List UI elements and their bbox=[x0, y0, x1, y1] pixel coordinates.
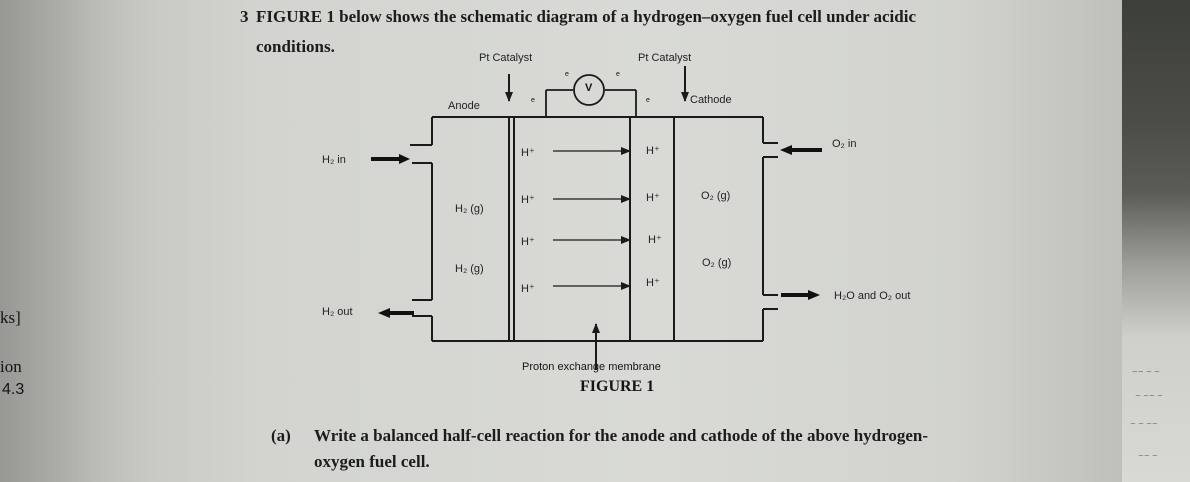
h2-gas-label-2: H₂ (g) bbox=[455, 263, 484, 275]
pt-catalyst-left-label: Pt Catalyst bbox=[479, 52, 533, 64]
voltmeter-label: V bbox=[585, 82, 593, 94]
membrane-label: Proton exchange membrane bbox=[522, 361, 661, 373]
flow-arrows bbox=[371, 145, 822, 318]
part-a-line1: Write a balanced half-cell reaction for … bbox=[314, 426, 929, 445]
h-plus-anode-4: H⁺ bbox=[521, 283, 535, 295]
o2-in-label: O₂ in bbox=[832, 138, 857, 150]
h-plus-cathode-2: H⁺ bbox=[646, 192, 660, 204]
h2o-o2-out-label: H₂O and O₂ out bbox=[834, 290, 911, 302]
question-number: 3 bbox=[240, 7, 249, 26]
h2-in-label: H₂ in bbox=[322, 154, 346, 166]
h-plus-cathode-3: H⁺ bbox=[648, 234, 662, 246]
question-text-line1: FIGURE 1 below shows the schematic diagr… bbox=[256, 7, 916, 26]
h-plus-anode-2: H⁺ bbox=[521, 194, 535, 206]
electron-label-1: e bbox=[565, 71, 569, 78]
scribble-3: ~ ~ ~~ bbox=[1130, 420, 1158, 428]
part-a-line2: oxygen fuel cell. bbox=[314, 452, 430, 471]
cathode-label: Cathode bbox=[690, 94, 732, 106]
section-fragment: ion bbox=[0, 357, 22, 376]
anode-label: Anode bbox=[448, 100, 480, 112]
voltmeter bbox=[573, 74, 605, 106]
h2-gas-label-1: H₂ (g) bbox=[455, 203, 484, 215]
cell-outline bbox=[410, 116, 778, 342]
electron-label-4: e bbox=[646, 97, 650, 104]
scribble-2: ~ ~~ ~ bbox=[1135, 392, 1163, 400]
external-circuit bbox=[545, 74, 637, 117]
h-plus-anode-1: H⁺ bbox=[521, 147, 535, 159]
page-shadow-left bbox=[0, 0, 150, 482]
scribble-1: ~~ ~ ~ bbox=[1132, 368, 1160, 376]
scribble-4: ~~ ~ bbox=[1138, 452, 1158, 460]
h-plus-cathode-4: H⁺ bbox=[646, 277, 660, 289]
question-text-line2: conditions. bbox=[256, 37, 335, 56]
pt-catalyst-right-label: Pt Catalyst bbox=[638, 52, 692, 64]
electron-label-3: e bbox=[531, 97, 535, 104]
part-a-label: (a) bbox=[271, 426, 291, 445]
section-number-fragment: 4.3 bbox=[2, 381, 25, 398]
h-plus-cathode-1: H⁺ bbox=[646, 145, 660, 157]
adjacent-page-edge bbox=[1122, 0, 1190, 482]
proton-arrows bbox=[553, 147, 631, 290]
o2-gas-label-1: O₂ (g) bbox=[701, 190, 731, 202]
h2-out-label: H₂ out bbox=[322, 306, 353, 318]
h-plus-anode-3: H⁺ bbox=[521, 236, 535, 248]
o2-gas-label-2: O₂ (g) bbox=[702, 257, 732, 269]
electron-label-2: e bbox=[616, 71, 620, 78]
marks-fragment: ks] bbox=[0, 308, 21, 327]
figure-caption: FIGURE 1 bbox=[580, 378, 655, 395]
